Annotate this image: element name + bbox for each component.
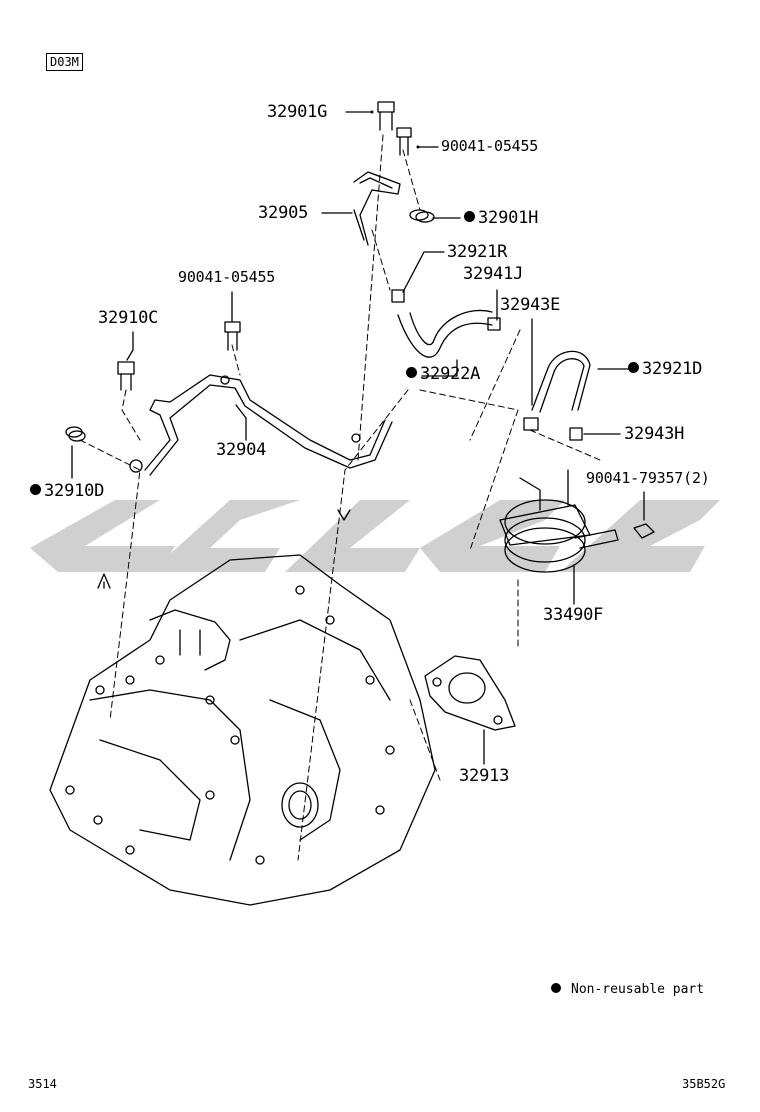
part-label-90041-05455-left[interactable]: 90041-05455 [178,268,276,286]
footer-right-code: 35B52G [682,1077,726,1091]
part-label-90041-05455-top[interactable]: 90041-05455 [441,137,539,155]
part-label-32904[interactable]: 32904 [216,440,267,460]
legend-text: Non-reusable part [571,982,705,997]
non-reusable-dot-icon [30,484,41,495]
part-label-32921D[interactable]: 32921D [628,361,702,378]
part-label-32905[interactable]: 32905 [258,203,309,223]
part-label-32922A[interactable]: 32922A [406,366,480,383]
part-label-32941J[interactable]: 32941J [463,264,524,284]
footer-left-code: 3514 [28,1077,57,1091]
part-number-text: 32922A [420,364,481,384]
part-label-32910D[interactable]: 32910D [30,483,104,500]
part-number-text: 32910D [44,481,105,501]
diagram-code-box: D03M [46,53,83,71]
part-number-text: 32901H [478,208,539,228]
legend: Non-reusable part [551,982,704,997]
part-number-text: 32921D [642,359,703,379]
part-label-32943H[interactable]: 32943H [624,424,685,444]
part-label-32901H[interactable]: 32901H [464,210,538,227]
part-label-32901G[interactable]: 32901G [267,102,328,122]
part-label-32943E[interactable]: 32943E [500,295,561,315]
non-reusable-dot-icon [406,367,417,378]
non-reusable-dot-icon [551,983,561,993]
non-reusable-dot-icon [464,211,475,222]
part-label-32921R[interactable]: 32921R [447,242,508,262]
non-reusable-dot-icon [628,362,639,373]
part-label-32910C[interactable]: 32910C [98,308,159,328]
part-label-90041-79357[interactable]: 90041-79357(2) [586,469,710,487]
part-label-33490F[interactable]: 33490F [543,605,604,625]
part-label-32913[interactable]: 32913 [459,766,510,786]
